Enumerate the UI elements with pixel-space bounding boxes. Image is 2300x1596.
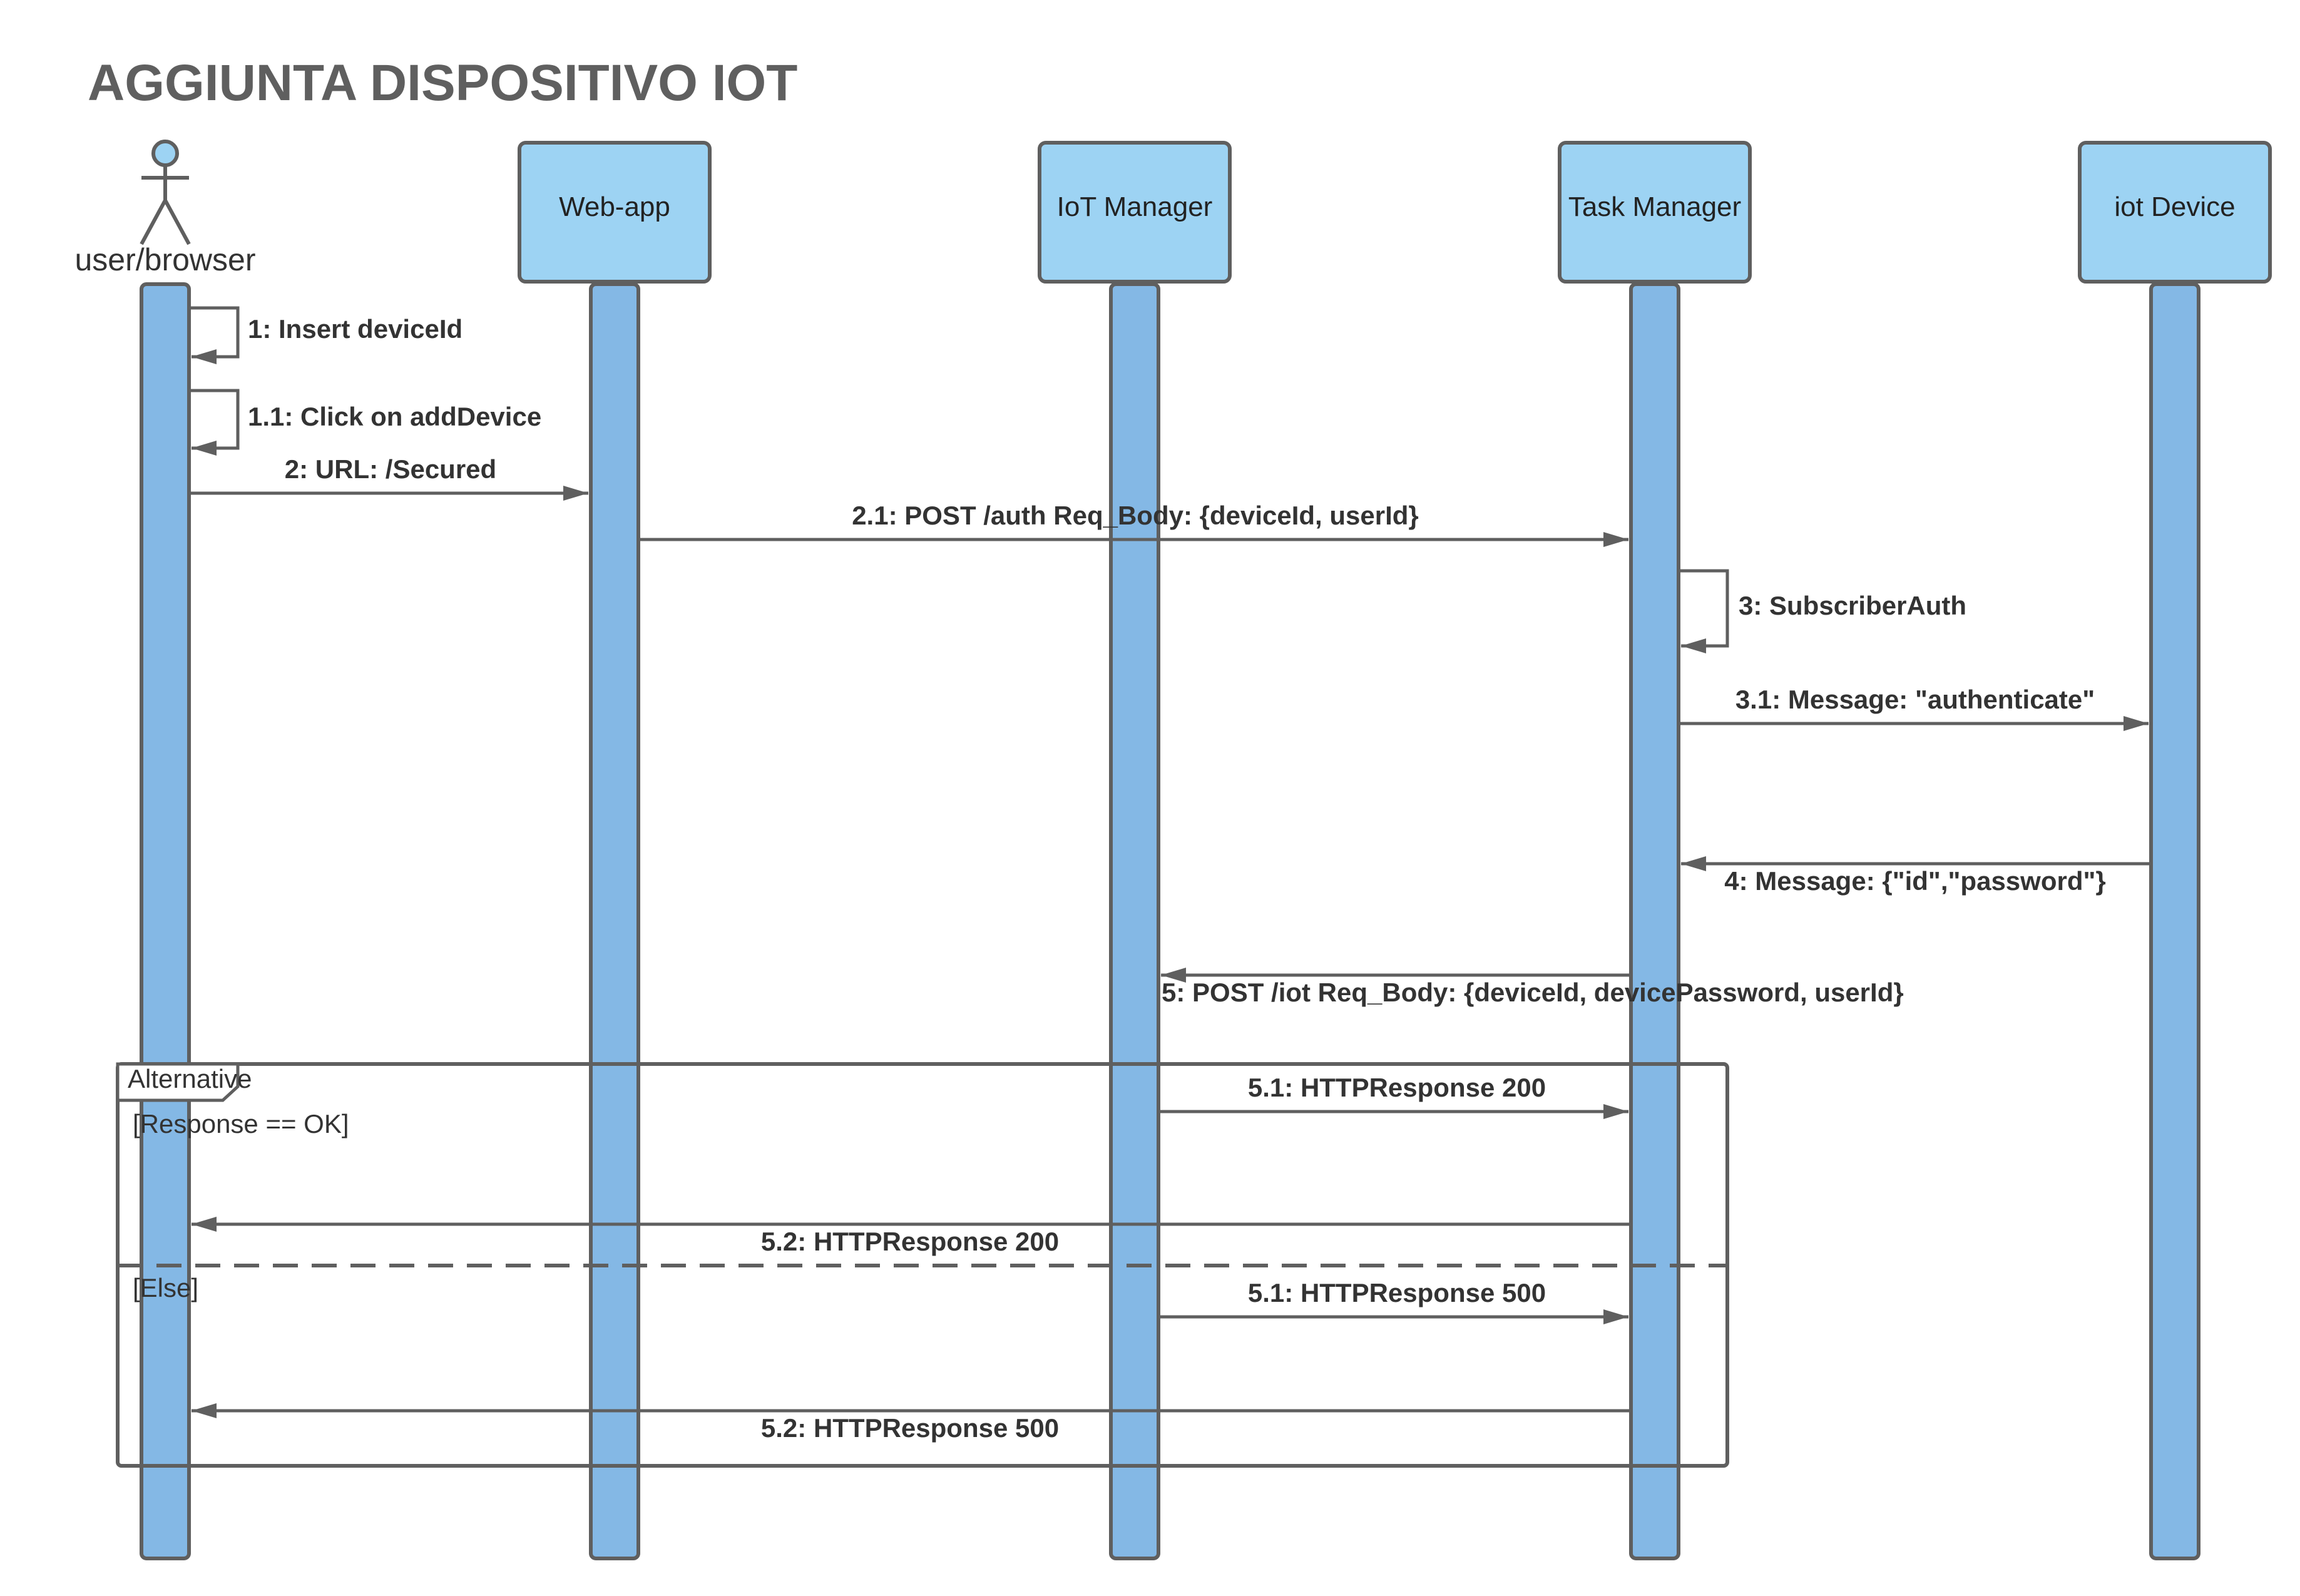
guard-ok: [Response == OK] bbox=[133, 1109, 349, 1138]
participant-box-iot-device bbox=[2078, 141, 2272, 284]
diagram-title: AGGIUNTA DISPOSITIVO IOT bbox=[88, 54, 797, 111]
msg-line-1 bbox=[189, 306, 240, 364]
msg-label-5: 5: POST /iot Req_Body: {deviceId, device… bbox=[1162, 978, 1904, 1007]
msg-label-2: 2: URL: /Secured bbox=[285, 454, 496, 484]
msg-label-3: 3: SubscriberAuth bbox=[1739, 591, 1966, 620]
msg-line-1-1 bbox=[189, 389, 240, 456]
actor-icon bbox=[140, 140, 191, 245]
alt-fragment: Alternative [Response == OK] [Else] bbox=[116, 1062, 1729, 1468]
participant-user: user/browser bbox=[75, 140, 256, 277]
msg-line-3 bbox=[1679, 569, 1729, 653]
participant-iot-device: iot Device bbox=[2078, 141, 2272, 284]
participant-box-webapp bbox=[518, 141, 712, 284]
guard-else: [Else] bbox=[133, 1273, 198, 1302]
msg-label-1: 1: Insert deviceId bbox=[248, 314, 463, 344]
participant-box-task-manager bbox=[1558, 141, 1752, 284]
lifeline-user bbox=[140, 282, 191, 1560]
msg-label-5-2-ok: 5.2: HTTPResponse 200 bbox=[761, 1227, 1059, 1256]
msg-label-2-1: 2.1: POST /auth Req_Body: {deviceId, use… bbox=[852, 501, 1419, 530]
lifeline-iot-device bbox=[2149, 282, 2200, 1560]
msg-label-3-1: 3.1: Message: "authenticate" bbox=[1735, 685, 2095, 714]
alt-label-tab bbox=[116, 1062, 240, 1102]
participant-task-manager: Task Manager bbox=[1558, 141, 1752, 284]
msg-label-4: 4: Message: {"id","password"} bbox=[1724, 866, 2106, 896]
msg-label-1-1: 1.1: Click on addDevice bbox=[248, 402, 541, 431]
participant-webapp: Web-app bbox=[518, 141, 712, 284]
alt-label: Alternative bbox=[128, 1064, 252, 1093]
participant-label-iot-device: iot Device bbox=[2114, 192, 2235, 222]
lifeline-webapp bbox=[589, 282, 640, 1560]
msg-label-5-2-else: 5.2: HTTPResponse 500 bbox=[761, 1413, 1059, 1443]
participant-box-iot-manager bbox=[1038, 141, 1232, 284]
lifeline-iot-manager bbox=[1109, 282, 1160, 1560]
participant-label-webapp: Web-app bbox=[559, 192, 670, 222]
lifeline-task-manager bbox=[1629, 282, 1680, 1560]
participant-iot-manager: IoT Manager bbox=[1038, 141, 1232, 284]
msg-label-5-1-else: 5.1: HTTPResponse 500 bbox=[1248, 1278, 1546, 1307]
participant-label-task-manager: Task Manager bbox=[1568, 192, 1741, 222]
participant-label-iot-manager: IoT Manager bbox=[1057, 192, 1213, 222]
msg-label-5-1-ok: 5.1: HTTPResponse 200 bbox=[1248, 1073, 1546, 1102]
actor-label-user: user/browser bbox=[75, 242, 256, 277]
